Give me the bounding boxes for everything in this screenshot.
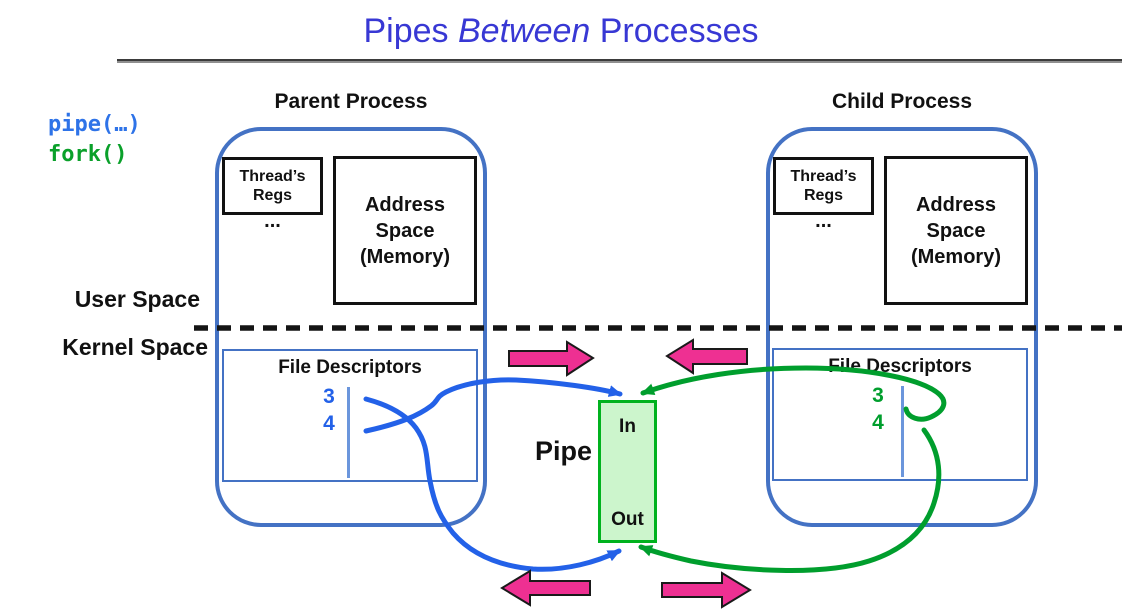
pipe-label: Pipe xyxy=(534,436,592,466)
pipe-syscall-label: pipe(…) xyxy=(48,112,141,137)
child-more-threads-ellipsis: ... xyxy=(815,210,832,232)
parent-process-label: Parent Process xyxy=(274,90,428,113)
pink-arrow-left-bottom-icon xyxy=(500,569,591,607)
parent-file-descriptors-label: File Descriptors xyxy=(278,357,422,378)
child-thread-regs-box: Thread’s Regs xyxy=(773,157,874,215)
slide-title: Pipes Between Processes xyxy=(0,12,1122,51)
pipe-in-label: In xyxy=(619,416,636,437)
parent-fd-4: 4 xyxy=(323,412,335,435)
child-fd-divider-line xyxy=(901,386,904,477)
child-process-label: Child Process xyxy=(831,90,973,113)
pipe-out-label: Out xyxy=(611,509,644,530)
parent-fd-divider-line xyxy=(347,387,350,478)
title-part-2-italic: Between xyxy=(457,12,591,50)
pink-arrow-left-top-icon xyxy=(665,338,748,375)
pipe-box: In Out xyxy=(598,400,657,543)
parent-address-space-box: Address Space (Memory) xyxy=(333,156,477,305)
child-fd-4: 4 xyxy=(872,411,884,434)
parent-thread-regs-box: Thread’s Regs xyxy=(222,157,323,215)
pink-arrow-right-top-icon xyxy=(508,340,595,377)
child-fd-3: 3 xyxy=(872,384,884,407)
parent-file-descriptors-box: File Descriptors xyxy=(222,349,478,482)
child-address-space-box: Address Space (Memory) xyxy=(884,156,1028,305)
user-space-label: User Space xyxy=(74,286,200,312)
child-file-descriptors-box: File Descriptors xyxy=(772,348,1028,481)
child-file-descriptors-label: File Descriptors xyxy=(828,356,972,377)
fork-syscall-label: fork() xyxy=(48,142,128,167)
pink-arrow-right-bottom-icon xyxy=(661,571,752,609)
title-part-1: Pipes xyxy=(363,12,458,50)
parent-fd-3: 3 xyxy=(323,385,335,408)
title-part-3: Processes xyxy=(590,12,759,50)
title-underline-rule xyxy=(117,59,1122,63)
kernel-space-label: Kernel Space xyxy=(62,334,208,360)
parent-more-threads-ellipsis: ... xyxy=(264,210,281,232)
